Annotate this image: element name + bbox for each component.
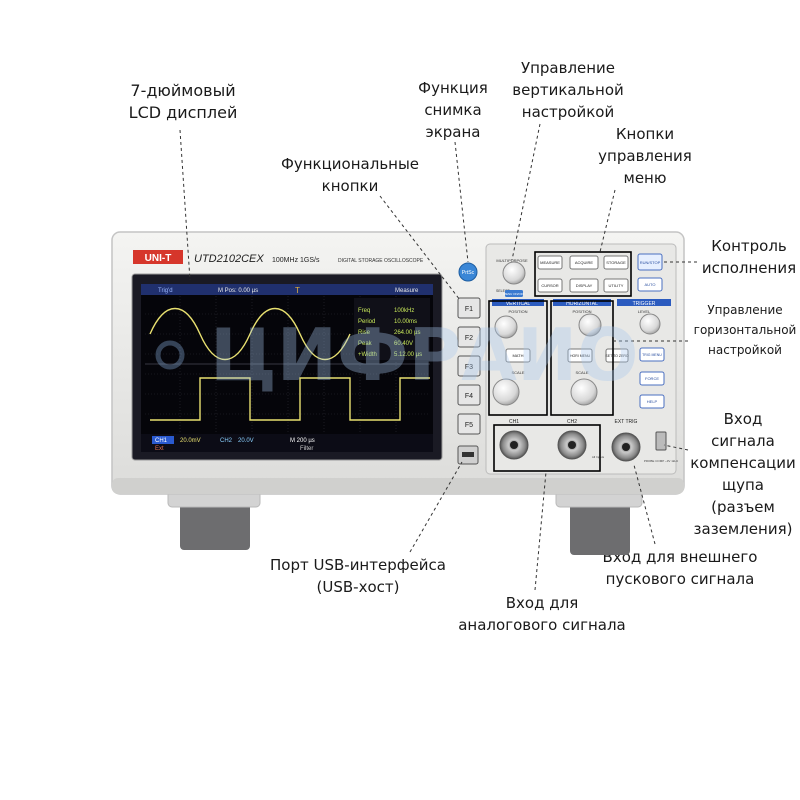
svg-text:CH1: CH1 xyxy=(509,419,519,425)
svg-text:CH1: CH1 xyxy=(155,438,168,444)
run-stop-button xyxy=(637,253,663,271)
svg-text:SELECT: SELECT xyxy=(496,289,510,293)
svg-text:HORIZONTAL: HORIZONTAL xyxy=(566,301,598,307)
multipurpose-knob xyxy=(502,261,526,285)
svg-text:EXT TRIG: EXT TRIG xyxy=(615,419,638,425)
svg-text:SCALE: SCALE xyxy=(511,370,524,375)
svg-text:F5: F5 xyxy=(465,422,473,429)
svg-text:5.12.00 µs: 5.12.00 µs xyxy=(394,352,422,358)
svg-text:F1: F1 xyxy=(465,306,473,313)
svg-text:STORAGE: STORAGE xyxy=(606,260,626,265)
svg-text:UNI-T: UNI-T xyxy=(145,253,172,264)
vertical-scale-knob xyxy=(492,378,520,406)
svg-text:FORCE: FORCE xyxy=(645,376,659,381)
svg-text:10.00ms: 10.00ms xyxy=(394,319,417,325)
svg-text:HORI MENU: HORI MENU xyxy=(570,354,591,358)
svg-text:VERTICAL: VERTICAL xyxy=(506,301,531,307)
svg-text:60.40V: 60.40V xyxy=(394,341,413,347)
svg-text:264.00 µs: 264.00 µs xyxy=(394,330,420,336)
ch1-sine-trace xyxy=(149,307,351,361)
svg-text:100kHz: 100kHz xyxy=(394,308,414,314)
svg-text:CH2: CH2 xyxy=(220,438,233,444)
annotation-frames xyxy=(488,251,632,472)
svg-text:20.0mV: 20.0mV xyxy=(180,438,201,444)
svg-text:CH2: CH2 xyxy=(567,419,577,425)
svg-text:CURSOR: CURSOR xyxy=(541,283,558,288)
svg-text:20.0V: 20.0V xyxy=(238,438,254,444)
svg-text:SET TO ZERO: SET TO ZERO xyxy=(605,354,628,358)
svg-text:AUTO: AUTO xyxy=(644,282,655,287)
svg-text:MULTIPURPOSE: MULTIPURPOSE xyxy=(496,258,528,263)
svg-text:TRIGGER: TRIGGER xyxy=(633,301,656,307)
printscreen-button xyxy=(458,262,478,282)
svg-text:MENU ON/OFF: MENU ON/OFF xyxy=(504,292,525,296)
svg-text:T: T xyxy=(295,286,300,295)
svg-text:+Width: +Width xyxy=(358,352,377,358)
callout-usb-port: Порт USB-интерфейса(USB-хост) xyxy=(270,556,446,596)
svg-text:Filter: Filter xyxy=(300,446,313,452)
svg-text:TRIG MENU: TRIG MENU xyxy=(642,353,662,357)
trigger-level-knob xyxy=(639,313,661,335)
svg-text:Freq: Freq xyxy=(358,308,370,314)
measure-panel xyxy=(354,298,430,360)
svg-text:MATH: MATH xyxy=(512,353,523,358)
svg-text:M 200 µs: M 200 µs xyxy=(290,438,315,444)
svg-text:HELP: HELP xyxy=(647,399,658,404)
svg-text:Period: Period xyxy=(358,319,375,325)
svg-text:Peak: Peak xyxy=(358,341,373,347)
svg-text:UTD2102CEX: UTD2102CEX xyxy=(194,253,264,265)
svg-text:F2: F2 xyxy=(465,335,473,342)
auto-button xyxy=(637,277,663,292)
svg-text:DIGITAL STORAGE OSCILLOSCOPE: DIGITAL STORAGE OSCILLOSCOPE xyxy=(338,258,424,264)
svg-text:Measure: Measure xyxy=(395,288,419,294)
svg-text:SCALE: SCALE xyxy=(575,370,588,375)
svg-text:PrtSc: PrtSc xyxy=(462,270,475,276)
svg-text:Ext: Ext xyxy=(155,446,164,452)
svg-text:LEVEL: LEVEL xyxy=(638,309,651,314)
svg-text:ACQUIRE: ACQUIRE xyxy=(575,260,594,265)
svg-text:M Pos: 0.00 µs: M Pos: 0.00 µs xyxy=(218,288,258,294)
svg-text:Rise: Rise xyxy=(358,330,371,336)
svg-text:PROBE COMP ~3V 1kHz: PROBE COMP ~3V 1kHz xyxy=(644,459,679,463)
ch2-square-trace xyxy=(150,377,430,421)
svg-text:F3: F3 xyxy=(465,364,473,371)
svg-text:POSITION: POSITION xyxy=(572,309,591,314)
brand-logo xyxy=(133,250,183,264)
horizontal-position-knob xyxy=(578,313,602,337)
svg-text:RUN/STOP: RUN/STOP xyxy=(640,260,661,265)
svg-text:F4: F4 xyxy=(465,393,473,400)
function-keys: F1 F2 F3 F4 F5 xyxy=(457,297,481,435)
svg-text:All Inputs: All Inputs xyxy=(592,455,605,459)
menu-buttons: MEASURE ACQUIRE STORAGE CURSOR DISPLAY U… xyxy=(537,255,629,293)
svg-text:POSITION: POSITION xyxy=(508,309,527,314)
svg-text:MEASURE: MEASURE xyxy=(540,260,560,265)
vertical-position-knob xyxy=(494,315,518,339)
probe-comp-terminal xyxy=(655,431,667,451)
svg-text:100MHz 1GS/s: 100MHz 1GS/s xyxy=(272,257,320,264)
svg-text:UTILITY: UTILITY xyxy=(609,283,624,288)
svg-text:Trig'd: Trig'd xyxy=(158,288,173,294)
horizontal-scale-knob xyxy=(570,378,598,406)
svg-text:DISPLAY: DISPLAY xyxy=(576,283,593,288)
